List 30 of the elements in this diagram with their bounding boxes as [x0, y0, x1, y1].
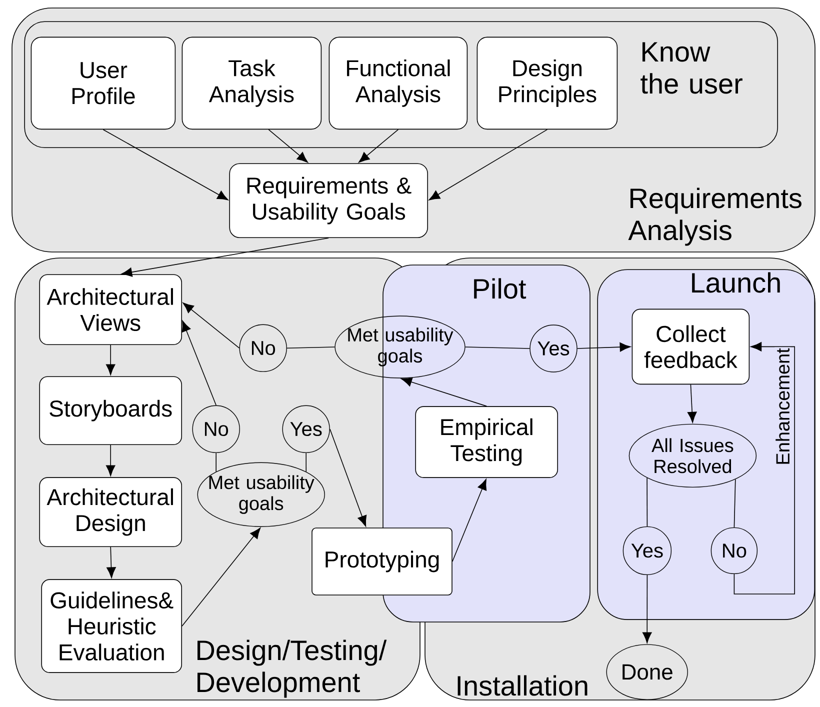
arrow [576, 342, 631, 352]
arrow [106, 344, 116, 376]
edge-label: Enhancement [774, 347, 791, 466]
arrow [330, 428, 367, 527]
process-box: Architectural Design [39, 477, 182, 547]
arrow [182, 302, 240, 348]
process-box: Collect feedback [632, 308, 750, 385]
arrow [182, 528, 261, 626]
process-box: Architectural Views [39, 274, 182, 345]
arrow [734, 342, 795, 594]
process-box: User Profile [30, 36, 176, 130]
process-box: Storyboards [39, 376, 182, 445]
arrow [452, 478, 487, 562]
arrow [106, 444, 116, 476]
arrow [268, 129, 308, 163]
arrow [358, 129, 399, 163]
arrow [687, 384, 697, 423]
arrow [102, 129, 228, 200]
process-box: Design Principles [476, 36, 618, 130]
arrow [428, 129, 548, 200]
arrow [182, 320, 216, 406]
process-box: Guidelines& Heuristic Evaluation [41, 579, 182, 673]
process-box: Empirical Testing [415, 406, 558, 478]
process-box: Prototyping [312, 528, 452, 596]
arrow [106, 546, 116, 578]
process-box: Task Analysis [182, 36, 322, 130]
process-box: Requirements & Usability Goals [229, 163, 428, 238]
process-box: Functional Analysis [328, 36, 468, 130]
arrow [401, 377, 487, 407]
arrow [642, 574, 652, 644]
